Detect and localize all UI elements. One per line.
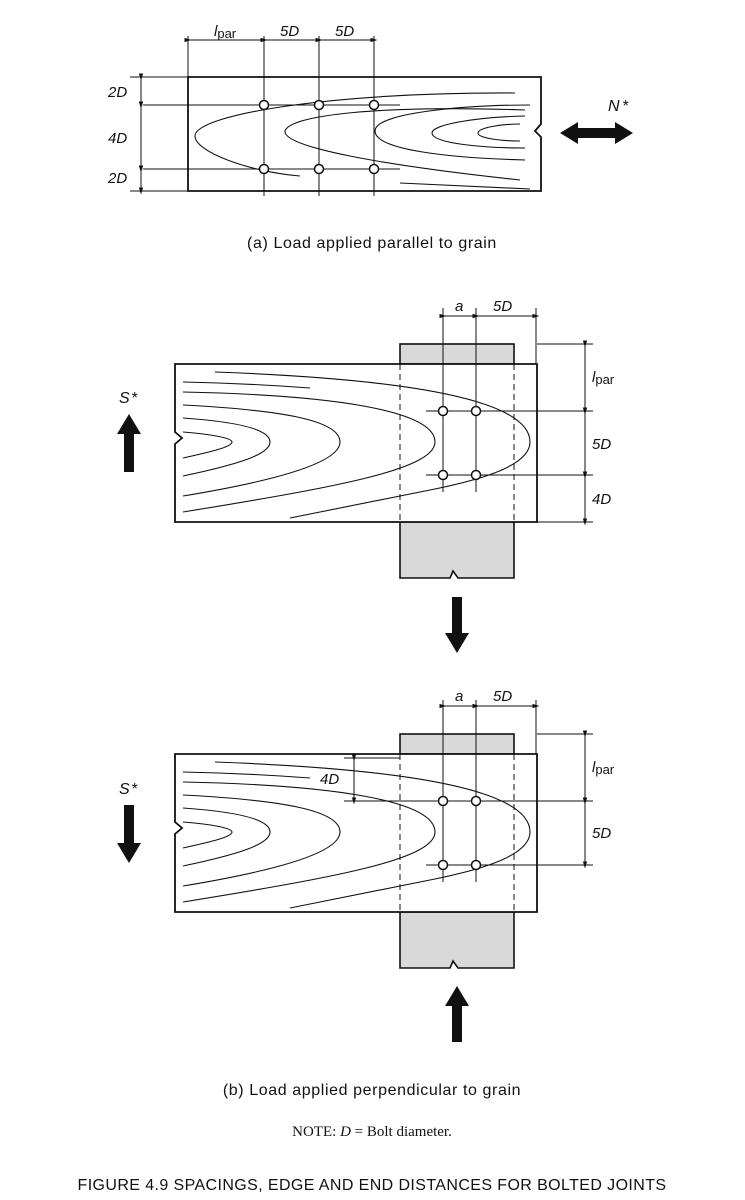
- load-n-label: N*: [608, 98, 629, 115]
- dim-4d-right-b1: 4D: [592, 491, 611, 508]
- steel-plate-top-b1: [399, 343, 515, 365]
- arrow-up-icon: [117, 414, 141, 472]
- dim-5d-top-b1: 5D: [493, 298, 512, 315]
- note-bolt-diameter: NOTE: D = Bolt diameter.: [292, 1124, 452, 1140]
- steel-plate-bottom-b2: [399, 911, 515, 969]
- dim-5d-right-b2: 5D: [592, 825, 611, 842]
- bolts-a: [258, 99, 380, 175]
- timber-member-b2: [174, 753, 538, 913]
- dim-edge-top-a: 2D: [107, 84, 127, 101]
- arrow-up-icon: [445, 986, 469, 1042]
- diagram-a: lpar 5D 5D 2D 4D 2D N* (a) Load applied …: [107, 23, 633, 252]
- dim-lpar-b2: lpar: [592, 759, 615, 777]
- dim-a-b1: a: [455, 298, 463, 315]
- figure-title: FIGURE 4.9 SPACINGS, EDGE AND END DISTAN…: [78, 1177, 667, 1194]
- timber-member-b1: [174, 363, 538, 523]
- dim-a-b2: a: [455, 688, 463, 705]
- grain-lines-b2: [182, 761, 531, 909]
- dim-edge-bottom-a: 2D: [107, 170, 127, 187]
- grain-lines-a: [194, 92, 531, 190]
- diagram-b2: a 5D 4D lpar 5D S* (b) Load applied perp…: [117, 688, 615, 1099]
- dim-5d-top-b2: 5D: [493, 688, 512, 705]
- caption-b: (b) Load applied perpendicular to grain: [223, 1082, 521, 1099]
- dim-lpar-a: lpar: [214, 23, 237, 41]
- arrow-down-icon: [445, 597, 469, 653]
- dim-5d-a2: 5D: [335, 23, 354, 40]
- arrow-down-icon: [117, 805, 141, 863]
- double-arrow-icon: [560, 122, 633, 144]
- dim-5d-a1: 5D: [280, 23, 299, 40]
- dim-lpar-b1: lpar: [592, 369, 615, 387]
- dim-4d-left-b2: 4D: [320, 771, 339, 788]
- bolts-b1: [437, 405, 482, 481]
- timber-member-a: [187, 76, 542, 192]
- load-s-label-b1: S*: [119, 390, 138, 407]
- steel-plate-bottom-b1: [399, 521, 515, 579]
- diagram-b1: a 5D lpar 5D 4D S*: [117, 298, 615, 653]
- caption-a: (a) Load applied parallel to grain: [247, 235, 497, 252]
- dim-5d-right-b1: 5D: [592, 436, 611, 453]
- grain-lines-b1: [182, 371, 531, 519]
- bolts-b2: [437, 795, 482, 871]
- steel-plate-top-b2: [399, 733, 515, 755]
- load-s-label-b2: S*: [119, 781, 138, 798]
- dim-edge-mid-a: 4D: [108, 130, 127, 147]
